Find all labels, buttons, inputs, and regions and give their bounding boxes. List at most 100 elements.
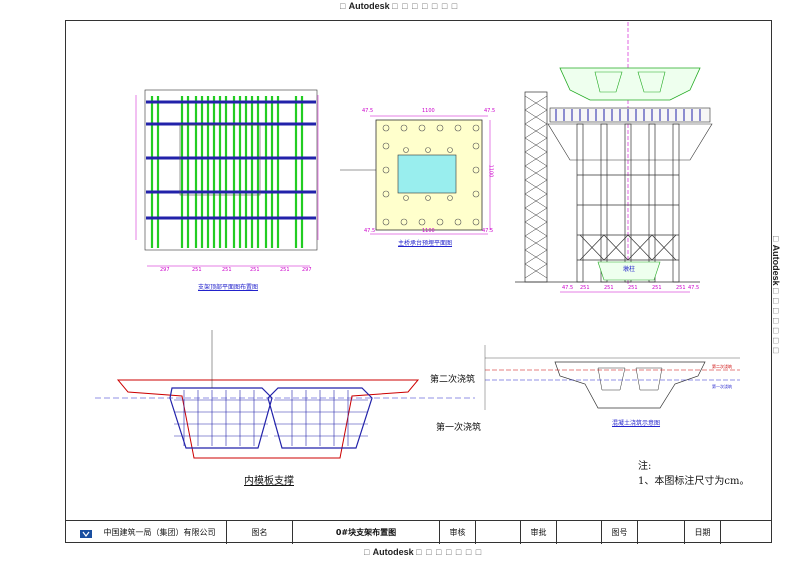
approve-label: 审批: [530, 528, 547, 537]
plan-dim-value: 251: [192, 267, 202, 273]
pier-anchor-hole: [400, 218, 408, 226]
pier-anchor-hole: [436, 218, 444, 226]
review-label: 审核: [449, 528, 466, 537]
pier-dim-value: 47.5: [484, 108, 496, 114]
elev-bracing-diagonal: [579, 234, 605, 261]
pier-cap-plan-view: [340, 115, 491, 235]
watermark-squares: □ □ □ □ □ □ □: [392, 1, 459, 11]
plan-dim-value: 251: [222, 267, 232, 273]
elev-stair-flight: [524, 235, 548, 251]
elev-stair-flight: [524, 193, 548, 209]
pier-anchor-hole: [447, 147, 453, 153]
date-label-cell: 日期: [685, 521, 721, 544]
pier-anchor-hole: [436, 124, 444, 132]
pier-anchor-hole: [418, 218, 426, 226]
pier-plan-title: 主桥承台预埋平面图: [398, 240, 453, 247]
pier-anchor-hole: [403, 147, 409, 153]
autodesk-watermark-top: □ Autodesk □ □ □ □ □ □ □: [340, 1, 458, 11]
plan-inner-box: [179, 124, 261, 196]
elev-stair-flight: [524, 165, 548, 181]
elev-pier-label: 墩柱: [623, 266, 636, 273]
pier-dim-value: 47.5: [482, 228, 494, 234]
watermark-squares: □ □ □ □ □ □ □: [771, 288, 781, 355]
box-girder-top: [559, 67, 701, 101]
pier-anchor-hole: [403, 195, 409, 201]
elev-stair-flight: [524, 249, 548, 265]
title-block: 中国建筑一局（集团）有限公司 图名 0#块支架布置图 审核 审批 图号 日期: [65, 520, 772, 544]
drawing-no-value-cell: [638, 521, 685, 544]
pier-dim-value: 47.5: [364, 228, 376, 234]
pour-diagram-title: 混凝土浇筑示意图: [612, 420, 661, 427]
pour-outline: [554, 361, 706, 409]
approve-value-cell: [557, 521, 602, 544]
review-label-cell: 审核: [440, 521, 476, 544]
pier-anchor-hole: [447, 195, 453, 201]
elev-stair-flight: [524, 95, 548, 111]
pour-stage-1-label: 第一次浇筑: [436, 423, 482, 433]
watermark-brand: Autodesk: [771, 244, 781, 286]
pier-anchor-hole: [382, 190, 390, 198]
notes-heading: 注:: [638, 461, 652, 472]
name-label-cell: 图名: [227, 521, 293, 544]
plan-outline: [144, 89, 318, 251]
watermark-square: □: [364, 547, 371, 557]
approve-label-cell: 审批: [521, 521, 557, 544]
pour-side-label-2: 第二次浇筑: [712, 364, 732, 369]
pier-anchor-hole: [454, 124, 462, 132]
date-value-cell: [721, 521, 772, 544]
title-block-company-cell: 中国建筑一局（集团）有限公司: [65, 521, 227, 544]
pier-anchor-hole: [472, 124, 480, 132]
pour-side-label-1: 第一次浇筑: [712, 384, 732, 389]
pier-anchor-hole: [425, 195, 431, 201]
name-label: 图名: [251, 528, 268, 537]
pier-anchor-hole: [425, 147, 431, 153]
pour-stage-2-label: 第二次浇筑: [430, 375, 476, 385]
plan-dim-value: 297: [160, 267, 170, 273]
pier-dim-vertical: 1100: [487, 164, 494, 178]
pier-anchor-hole: [418, 124, 426, 132]
pier-anchor-hole: [382, 218, 390, 226]
elev-stair-flight: [524, 109, 548, 125]
elev-bracing-diagonal: [627, 234, 653, 261]
elev-stair-flight: [524, 207, 548, 223]
autodesk-watermark-bottom: □ Autodesk □ □ □ □ □ □ □: [364, 547, 482, 557]
cross-section-view: [95, 330, 475, 459]
drawing-no-label-cell: 图号: [602, 521, 638, 544]
pier-anchor-hole: [382, 166, 390, 174]
elev-top-beam: [549, 107, 711, 123]
elev-stair-flight: [524, 151, 548, 167]
elev-stair-flight: [524, 179, 548, 195]
autodesk-watermark-right: □ Autodesk □ □ □ □ □ □ □: [771, 236, 781, 354]
elev-dim-value: 251: [652, 285, 662, 291]
elev-dim-value: 47.5: [688, 285, 699, 291]
elev-stair-flight: [524, 137, 548, 153]
section-cell-right: [267, 387, 373, 449]
elev-dim-value: 47.5: [562, 285, 573, 291]
pier-dim-value: 47.5: [362, 108, 374, 114]
pour-cell-left: [597, 367, 626, 391]
pour-cell-right: [635, 367, 663, 391]
drawing-name: 0#块支架布置图: [335, 528, 397, 537]
date-label: 日期: [694, 528, 711, 537]
pier-dim-value: 1100: [422, 228, 435, 234]
pier-anchor-hole: [382, 142, 390, 150]
pier-anchor-hole: [382, 124, 390, 132]
elev-pier-base: [597, 261, 661, 281]
box-girder-cell-left: [594, 71, 623, 93]
watermark-squares: □ □ □ □ □ □ □: [416, 547, 483, 557]
pour-diagram-view: [484, 345, 740, 410]
pier-anchor-hole: [454, 218, 462, 226]
pier-anchor-hole: [472, 218, 480, 226]
plan-title: 支架顶部平面图布置图: [198, 284, 259, 291]
watermark-square: □: [340, 1, 347, 11]
elev-dim-value: 251: [604, 285, 614, 291]
section-title: 内模板支撑: [244, 476, 294, 487]
notes-line-1: 1、本图标注尺寸为cm。: [638, 476, 750, 487]
company-name: 中国建筑一局（集团）有限公司: [103, 528, 216, 537]
pier-anchor-hole: [472, 190, 480, 198]
elev-stair-flight: [524, 221, 548, 237]
watermark-square: □: [771, 236, 781, 243]
